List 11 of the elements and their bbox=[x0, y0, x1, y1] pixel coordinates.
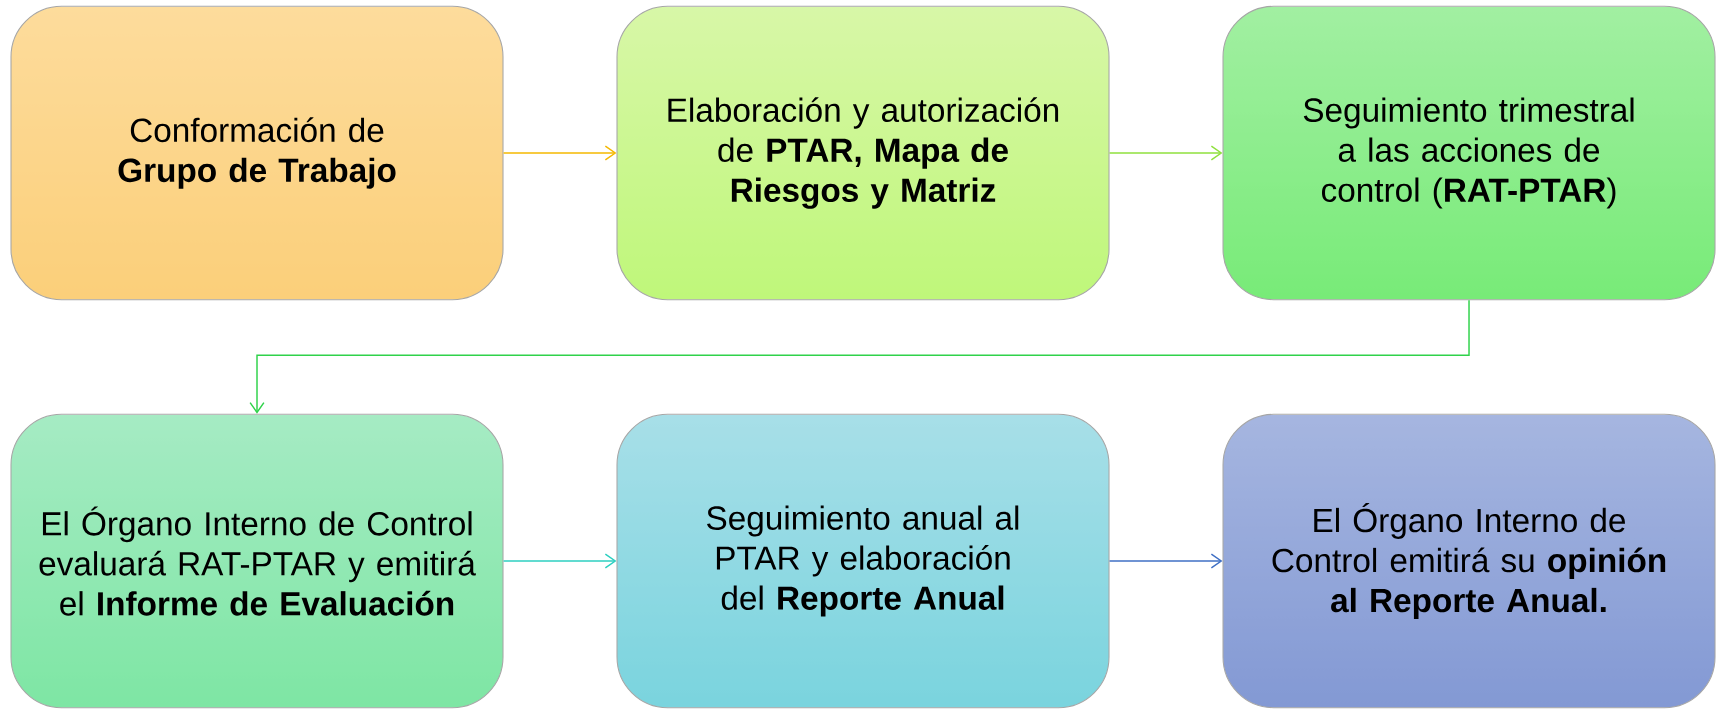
process-box: Conformación de Grupo de Trabajo bbox=[10, 5, 504, 301]
process-box: El Órgano Interno de Control evaluará RAT-PTAR y emitirá el Informe de Evaluación bbox=[10, 413, 504, 709]
process-box: El Órgano Interno de Control emitirá su opinión al Reporte Anual. bbox=[1222, 413, 1716, 709]
arrow bbox=[1108, 145, 1223, 161]
arrow bbox=[1108, 553, 1223, 569]
arrow bbox=[249, 299, 1470, 414]
process-box: Seguimiento trimestral a las acciones de control (RAT-PTAR) bbox=[1222, 5, 1716, 301]
process-box: Seguimiento anual al PTAR y elaboración del Reporte Anual bbox=[616, 413, 1110, 709]
arrow bbox=[502, 553, 617, 569]
process-box: Elaboración y autorización de PTAR, Mapa de Riesgos y Matriz bbox=[616, 5, 1110, 301]
arrow bbox=[502, 145, 617, 161]
